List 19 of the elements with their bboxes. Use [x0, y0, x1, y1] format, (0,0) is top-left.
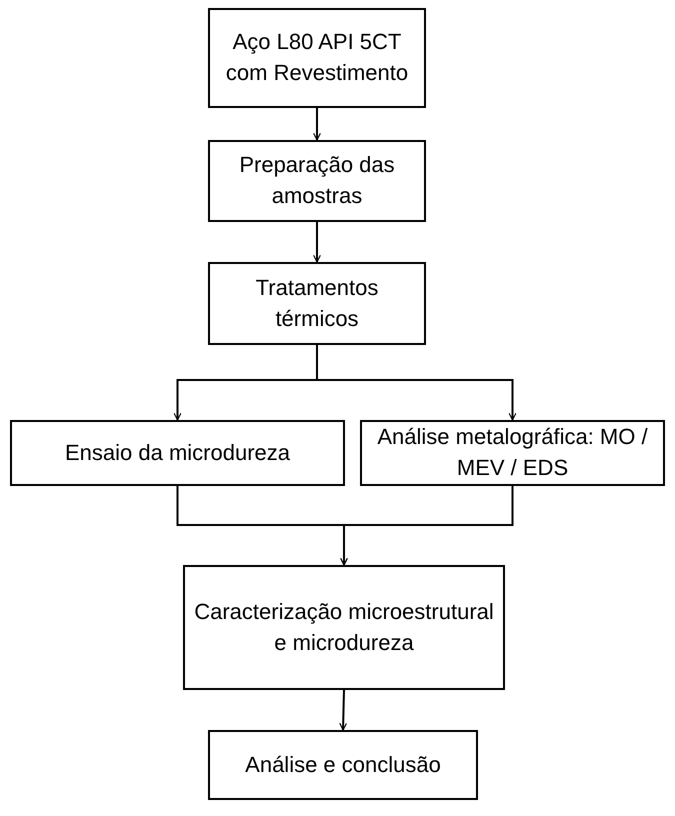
- process-box: [208, 140, 426, 222]
- arrow: [339, 690, 348, 731]
- process-box: [10, 420, 345, 486]
- arrow: [340, 486, 514, 566]
- process-box: [208, 262, 426, 345]
- box-label: Análise e conclusão: [245, 750, 441, 779]
- process-box: [208, 730, 478, 800]
- arrow: [316, 345, 517, 421]
- arrow: [312, 222, 322, 263]
- box-label: Tratamentos térmicos: [254, 274, 380, 332]
- box-label: Ensaio da microdureza: [64, 438, 290, 467]
- process-box: [360, 420, 665, 486]
- box-label: Análise metalográfica: MO / MEV / EDS: [376, 423, 649, 482]
- box-label: Preparação das amostras: [238, 151, 396, 210]
- box-label: Aço L80 API 5CT com Revestimento: [224, 28, 410, 87]
- box-label: Caracterização microestrutural e microdureza: [193, 598, 495, 656]
- arrow: [312, 108, 322, 141]
- process-box: [208, 8, 426, 108]
- process-box: [183, 565, 505, 690]
